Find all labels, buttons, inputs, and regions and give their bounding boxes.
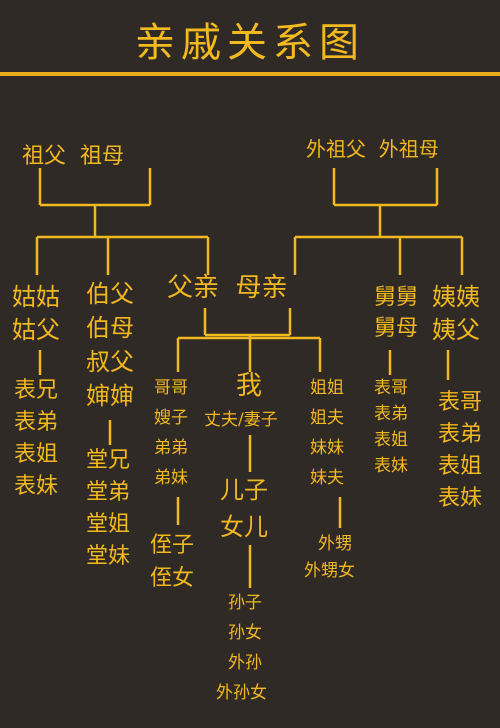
title-rule (0, 72, 500, 76)
spouse: 丈夫/妻子 (204, 410, 278, 430)
tang-di: 堂弟 (86, 480, 131, 505)
paternal-grandparents: 祖父 祖母 (22, 144, 124, 169)
biao-jie-3: 表姐 (438, 454, 483, 479)
chart-title: 亲戚关系图 (135, 20, 365, 66)
self: 我 (236, 371, 263, 401)
biao-ge-3: 表哥 (438, 390, 483, 415)
bofu: 伯父 (86, 280, 134, 308)
jiumu: 舅母 (374, 316, 419, 341)
waisun: 外孙 (228, 653, 262, 673)
nuer: 女儿 (220, 513, 268, 541)
waishengnu: 外甥女 (304, 561, 355, 581)
maternal-grandparents: 外祖父 外祖母 (306, 137, 439, 161)
tang-xiong: 堂兄 (86, 448, 131, 473)
gugu: 姑姑 (12, 283, 60, 311)
dimei: 弟妹 (154, 468, 188, 488)
biao-ge-2: 表哥 (374, 378, 408, 398)
biao-di: 表弟 (14, 410, 59, 435)
gege: 哥哥 (154, 378, 188, 398)
erzi: 儿子 (220, 476, 268, 504)
zhinu: 侄女 (150, 566, 195, 591)
parents: 父亲 母亲 (167, 273, 288, 303)
biao-mei-3: 表妹 (438, 486, 483, 511)
tang-jie: 堂姐 (86, 512, 131, 537)
bomu: 伯母 (86, 314, 134, 342)
biao-jie: 表姐 (14, 442, 59, 467)
shenshen: 婶婶 (86, 382, 134, 410)
yifu: 姨父 (432, 316, 480, 344)
meifu: 妹夫 (310, 468, 344, 488)
zhizi: 侄子 (150, 533, 195, 558)
biao-di-3: 表弟 (438, 422, 483, 447)
tang-mei: 堂妹 (86, 544, 131, 569)
waisunnu: 外孙女 (216, 683, 267, 703)
biao-mei: 表妹 (14, 474, 59, 499)
sunzi: 孙子 (228, 593, 262, 613)
biao-jie-2: 表姐 (374, 430, 408, 450)
yiyi: 姨姨 (432, 283, 480, 311)
jiefu: 姐夫 (310, 408, 344, 428)
didi: 弟弟 (154, 438, 188, 458)
gufu: 姑父 (12, 316, 60, 344)
meimei: 妹妹 (310, 438, 344, 458)
saozi: 嫂子 (154, 408, 188, 428)
jiujiu: 舅舅 (374, 285, 419, 310)
shufu: 叔父 (86, 348, 134, 376)
sunnu: 孙女 (228, 623, 262, 643)
biao-mei-2: 表妹 (374, 456, 408, 476)
waisheng: 外甥 (318, 534, 352, 554)
biao-di-2: 表弟 (374, 404, 408, 424)
biao-xiong: 表兄 (14, 378, 59, 403)
jiejie: 姐姐 (310, 378, 344, 398)
